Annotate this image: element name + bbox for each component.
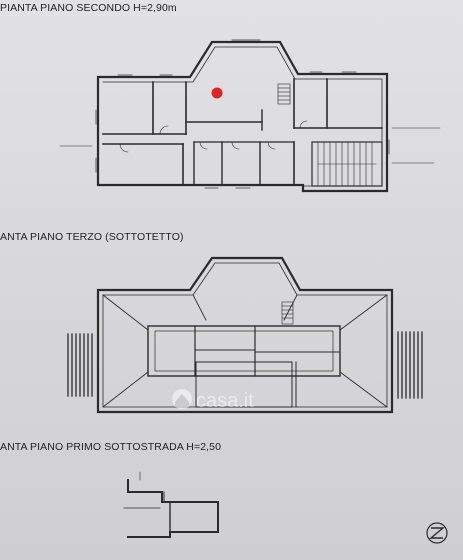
plan-title-basement: ANTA PIANO PRIMO SOTTOSTRADA H=2,50	[0, 441, 222, 453]
watermark-text: casa.it	[196, 390, 254, 412]
plan-title-third-floor: ANTA PIANO TERZO (SOTTOTETTO)	[0, 231, 184, 243]
third-floor-plan	[67, 256, 423, 414]
watermark-logo-icon	[172, 389, 192, 409]
basement-plan	[123, 471, 219, 538]
orientation-compass-icon	[426, 522, 448, 544]
plan-title-second-floor: PIANTA PIANO SECONDO H=2,90m	[0, 2, 177, 14]
location-marker	[211, 87, 223, 99]
second-floor-plan	[59, 39, 441, 193]
